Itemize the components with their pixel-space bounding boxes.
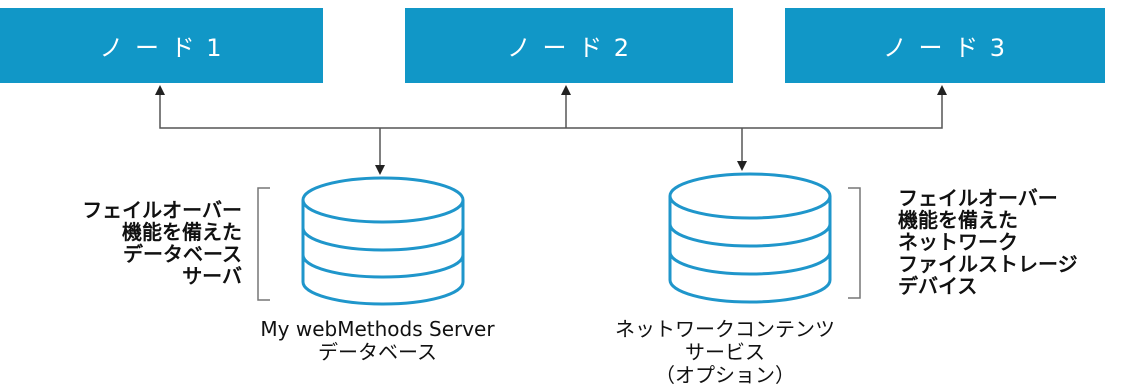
right-db-caption-line-3: （オプション） [655,363,795,387]
node-1-label: ノ ー ド 1 [99,34,224,62]
node-1-arrowhead [155,85,165,95]
left-bracket [257,187,270,301]
bus-line [159,92,943,129]
left-db-line-1: フェイルオーバー [82,198,242,222]
node-1-box: ノ ー ド 1 [0,8,323,83]
left-db-description: フェイルオーバー 機能を備えた データベース サーバ [82,199,242,287]
left-db-line-3: データベース [123,242,242,266]
left-db-caption: My webMethods Server データベース [215,318,540,364]
node-3-box: ノ ー ド 3 [785,8,1105,83]
right-db-caption: ネットワークコンテンツ サービス （オプション） [560,318,890,387]
right-db-caption-line-2: サービス [685,340,765,364]
right-database-icon [668,172,832,304]
left-database-icon [301,176,465,306]
left-db-caption-line-1: My webMethods Server [260,317,495,341]
node-3-arrowhead [937,85,947,95]
right-db-line-4: ファイルストレージ [898,252,1078,276]
left-db-line-4: サーバ [182,264,242,288]
right-db-caption-line-1: ネットワークコンテンツ [615,317,835,341]
node-2-box: ノ ー ド 2 [405,8,733,83]
node-3-label: ノ ー ド 3 [882,34,1008,62]
right-db-line-2: 機能を備えた [898,208,1018,232]
right-db-description: フェイルオーバー 機能を備えた ネットワーク ファイルストレージ デバイス [898,187,1078,297]
right-db-line-3: ネットワーク [898,230,1018,254]
right-db-line-1: フェイルオーバー [898,186,1058,210]
node-2-arrowhead [561,85,571,95]
left-db-line-2: 機能を備えた [122,220,242,244]
node-2-label: ノ ー ド 2 [506,34,632,62]
right-bracket [848,187,861,299]
connector-lines [159,92,943,175]
right-db-line-5: デバイス [898,274,978,298]
left-db-caption-line-2: データベース [318,340,437,364]
